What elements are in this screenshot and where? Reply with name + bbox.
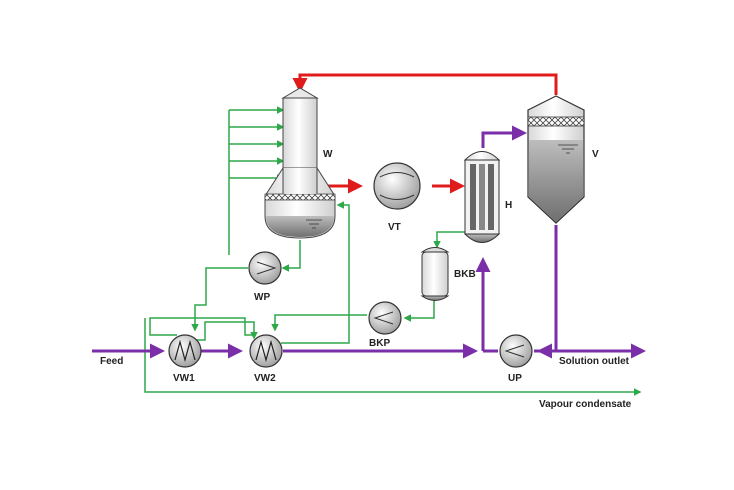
condensate-lines	[144, 106, 642, 396]
return-to-column	[336, 201, 350, 315]
vapour-lines	[292, 73, 558, 194]
bkp-to-vw2	[271, 314, 367, 332]
separator-to-column-vapour	[292, 73, 558, 95]
column-w	[264, 87, 336, 239]
label-vapour-condensate: Vapour condensate	[539, 399, 632, 410]
separator-v	[527, 95, 585, 224]
h-to-bkb	[433, 231, 465, 249]
heater-to-separator	[481, 125, 527, 148]
label-column-pump: WP	[254, 292, 270, 303]
label-condensate-tank: BKB	[454, 269, 476, 280]
pump-wp	[248, 251, 282, 285]
label-column: W	[323, 149, 333, 160]
vapour-condensate-line	[144, 318, 642, 396]
vw2-to-return	[281, 315, 350, 344]
pump-bkp	[368, 301, 402, 335]
bkb-to-bkp	[403, 297, 435, 322]
label-feed: Feed	[100, 356, 123, 367]
separator-bottom-line	[534, 225, 558, 353]
vw1-to-vw2	[193, 321, 258, 341]
label-circulation-pump: UP	[508, 373, 522, 384]
label-preheater-1: VW1	[173, 373, 195, 384]
compressor-vt	[373, 162, 421, 210]
label-condensate-pump: BKP	[369, 338, 390, 349]
vw1-shell-loop	[149, 317, 255, 336]
label-heater: H	[505, 200, 512, 211]
liquid-lines	[92, 125, 646, 359]
pump-up	[499, 334, 533, 368]
label-compressor: VT	[388, 222, 401, 233]
condensate-tank-bkb	[420, 247, 450, 301]
preheater-vw1	[168, 334, 202, 368]
label-preheater-2: VW2	[254, 373, 276, 384]
wp-to-vw1	[191, 267, 248, 332]
label-separator: V	[592, 149, 599, 160]
label-solution-outlet: Solution outlet	[559, 356, 630, 367]
heater-h	[463, 151, 501, 243]
preheater-vw2	[249, 334, 283, 368]
column-bottom-to-wp	[281, 240, 301, 272]
